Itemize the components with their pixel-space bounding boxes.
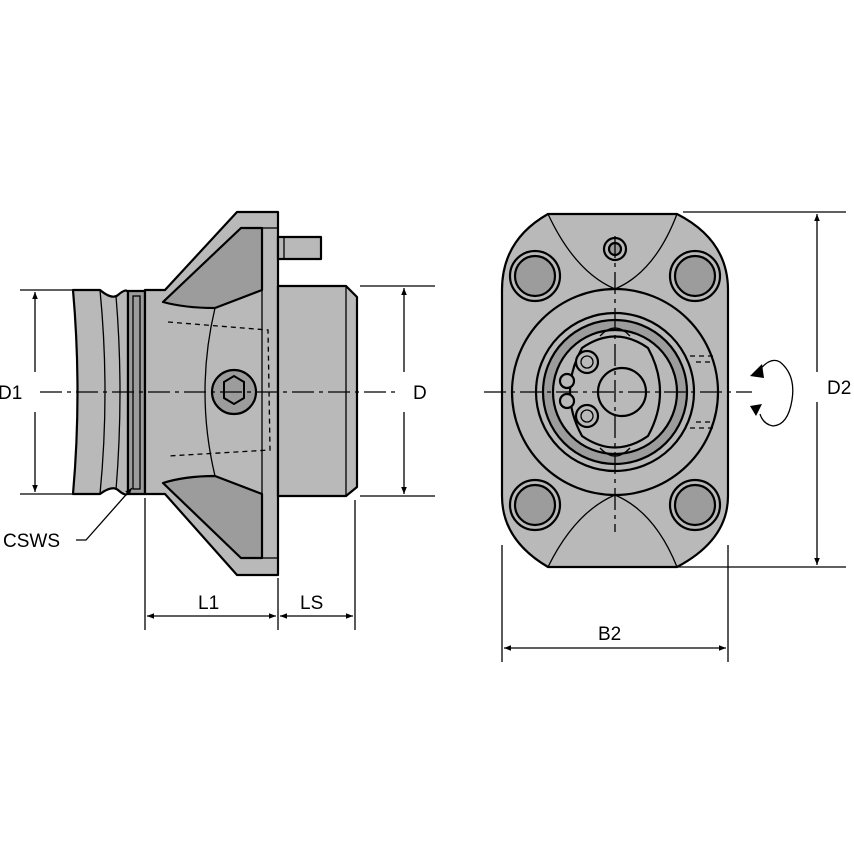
mount-hole-br-inner <box>673 483 717 527</box>
radial-hole-hidden <box>690 355 715 429</box>
rotation-arrowhead-bottom <box>750 404 762 416</box>
coolant-hole-4-inner <box>580 409 594 423</box>
ls-label: LS <box>300 593 323 614</box>
coolant-hole-2 <box>558 372 576 390</box>
hidden-bore <box>167 321 271 457</box>
d2-label: D2 <box>827 378 851 399</box>
front-view: D2 B2 <box>484 211 851 662</box>
csws-label: CSWS <box>3 531 60 552</box>
coupling-shank <box>71 288 130 496</box>
coolant-hole-3 <box>558 392 576 410</box>
l1-label: L1 <box>198 593 219 614</box>
mount-hole-tr-inner <box>673 254 717 298</box>
stem <box>276 284 359 498</box>
d-label: D <box>413 383 427 404</box>
hex-socket <box>223 374 245 406</box>
d1-label: D1 <box>0 383 22 404</box>
mount-hole-bl-inner <box>513 483 557 527</box>
side-view: D1 D CSWS L1 LS <box>0 210 435 630</box>
coolant-hole-4 <box>574 403 600 429</box>
coolant-hole-1-inner <box>580 355 594 369</box>
b2-label: B2 <box>598 624 621 645</box>
rotation-arrow <box>757 359 794 427</box>
mount-hole-tl-inner <box>513 254 557 298</box>
rotation-arrowhead-top <box>750 364 764 378</box>
key-tab <box>276 235 323 261</box>
coolant-hole-1 <box>574 349 600 375</box>
csws-leader <box>76 487 133 541</box>
